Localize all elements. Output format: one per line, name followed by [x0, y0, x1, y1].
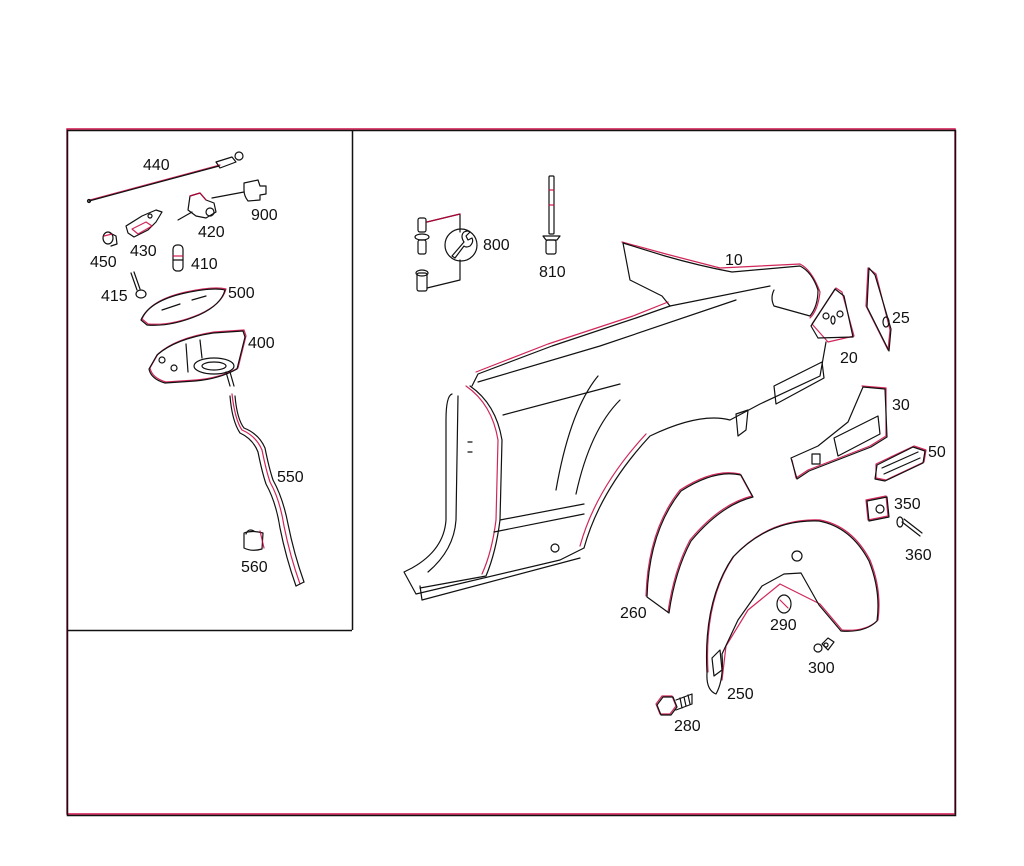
part-20-bracket[interactable] — [810, 287, 855, 343]
label-25: 25 — [892, 310, 910, 327]
part-550-drain-hose[interactable] — [229, 393, 305, 587]
label-250: 250 — [727, 686, 754, 703]
label-810: 810 — [539, 264, 566, 281]
part-350-clip-nut[interactable] — [865, 495, 890, 522]
part-430-bracket[interactable] — [125, 209, 163, 238]
label-290: 290 — [770, 617, 797, 634]
part-25-plate[interactable] — [865, 267, 892, 352]
outer-frame — [66, 128, 957, 817]
part-415-plunger[interactable] — [130, 271, 147, 299]
part-30-rear-bracket[interactable] — [790, 385, 888, 480]
part-280-bolt[interactable] — [655, 693, 693, 716]
part-500-fuel-flap[interactable] — [140, 287, 227, 326]
label-560: 560 — [241, 559, 268, 576]
wrench-icon — [444, 228, 478, 262]
part-800-bolts[interactable] — [414, 213, 461, 292]
label-20: 20 — [840, 350, 858, 367]
part-250-wheel-arch-liner[interactable] — [705, 519, 880, 695]
part-360-rivet[interactable] — [896, 516, 923, 537]
label-280: 280 — [674, 718, 701, 735]
part-300-screw[interactable] — [813, 637, 835, 653]
label-900: 900 — [251, 207, 278, 224]
part-420-actuator[interactable] — [177, 192, 217, 221]
part-260-wheel-arch-trim[interactable] — [645, 472, 754, 614]
label-30: 30 — [892, 397, 910, 414]
part-440-release-cable[interactable] — [86, 151, 244, 204]
label-415: 415 — [101, 288, 128, 305]
inset-frame — [67, 130, 354, 632]
label-410: 410 — [191, 256, 218, 273]
label-260: 260 — [620, 605, 647, 622]
label-800: 800 — [483, 237, 510, 254]
label-440: 440 — [143, 157, 170, 174]
label-550: 550 — [277, 469, 304, 486]
label-300: 300 — [808, 660, 835, 677]
label-360: 360 — [905, 547, 932, 564]
label-10: 10 — [725, 252, 743, 269]
part-290-clip[interactable] — [776, 594, 792, 614]
part-450-knob[interactable] — [102, 231, 118, 247]
part-50-vent-grille[interactable] — [874, 445, 927, 482]
part-410-pin[interactable] — [172, 244, 184, 272]
label-500: 500 — [228, 285, 255, 302]
label-450: 450 — [90, 254, 117, 271]
part-810-long-bolt[interactable] — [542, 175, 561, 255]
label-350: 350 — [894, 496, 921, 513]
part-900-connector[interactable] — [211, 179, 267, 202]
part-560-clip[interactable] — [243, 529, 265, 551]
part-10-quarter-panel[interactable] — [403, 241, 827, 601]
label-50: 50 — [928, 444, 946, 461]
label-430: 430 — [130, 243, 157, 260]
label-400: 400 — [248, 335, 275, 352]
label-420: 420 — [198, 224, 225, 241]
part-400-filler-housing[interactable] — [148, 329, 247, 387]
